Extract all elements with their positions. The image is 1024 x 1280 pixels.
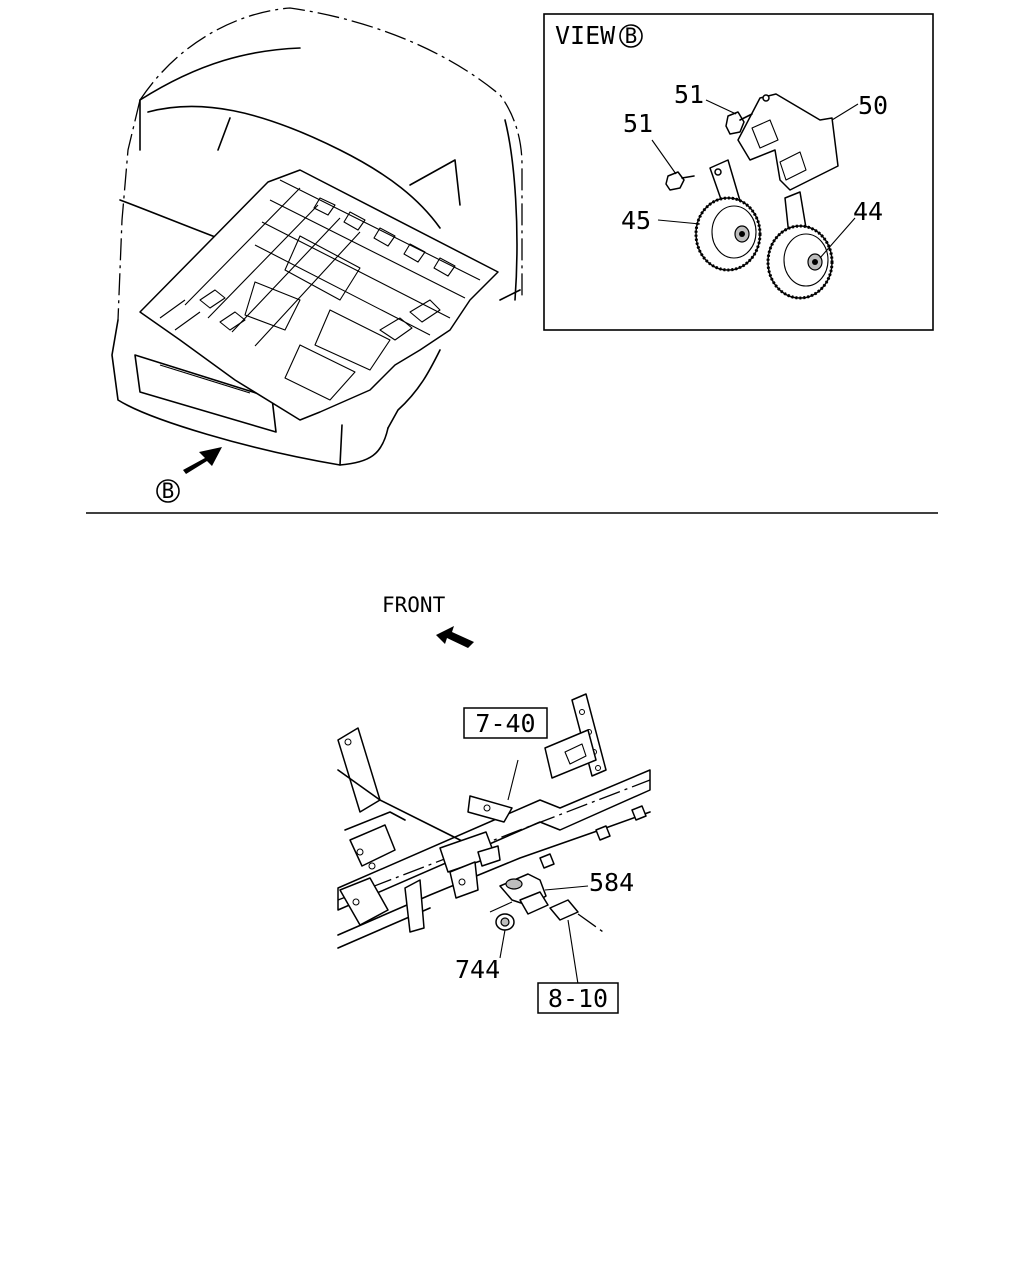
callout-45: 45 [621, 206, 651, 235]
ref-810: 8-10 [548, 984, 608, 1013]
cab-illustration: B [111, 7, 523, 503]
horn-45 [694, 196, 762, 272]
front-arrow-icon [436, 626, 474, 648]
callout-50: 50 [858, 91, 888, 120]
nut-744 [495, 913, 515, 931]
bolt-lower [665, 171, 695, 191]
view-b-frame [543, 13, 934, 331]
view-marker: B [162, 479, 175, 503]
horn-bracket [737, 93, 839, 191]
view-b-title: VIEW [555, 21, 616, 50]
bolt-upper [725, 111, 753, 135]
callout-44: 44 [853, 197, 883, 226]
view-b-inset: VIEW B [543, 13, 934, 331]
front-indicator: FRONT [382, 593, 474, 648]
connector [549, 899, 607, 935]
callout-51b: 51 [623, 109, 653, 138]
sensor-584 [489, 873, 549, 915]
callout-51a: 51 [674, 80, 704, 109]
view-b-title-mark: B [625, 24, 638, 48]
view-b-title-circle [619, 24, 643, 48]
view-marker-circle [156, 479, 180, 503]
callout-584: 584 [589, 868, 634, 897]
callout-744: 744 [455, 955, 500, 984]
horn-44 [766, 224, 834, 300]
view-arrow-icon [183, 447, 222, 474]
front-label: FRONT [382, 593, 446, 617]
ref-740: 7-40 [475, 709, 535, 738]
ref-box-810 [537, 982, 619, 1014]
ref-box-740 [463, 707, 548, 739]
chassis-illustration: 7-40 8-10 584 744 [337, 693, 651, 1014]
